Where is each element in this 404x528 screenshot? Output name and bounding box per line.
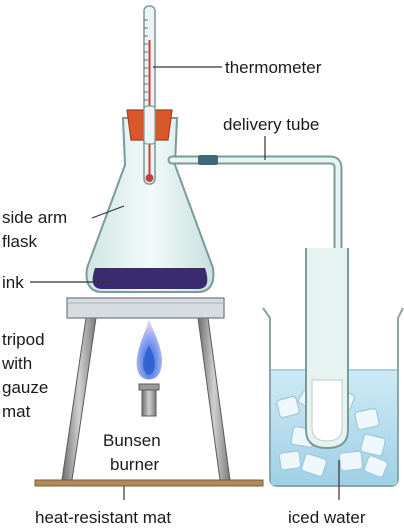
beaker <box>262 248 404 487</box>
label-heat-resistant-mat: heat-resistant mat <box>35 508 171 527</box>
label-mat: mat <box>2 402 31 421</box>
label-thermometer: thermometer <box>225 58 322 77</box>
heat-resistant-mat <box>34 479 264 487</box>
label-gauze: gauze <box>2 378 48 397</box>
label-delivery-tube: delivery tube <box>223 115 319 134</box>
label-tripod: tripod <box>2 330 45 349</box>
tripod <box>61 297 231 481</box>
thermometer <box>143 5 156 185</box>
gauze-mat <box>66 297 225 319</box>
side-arm-flask <box>85 117 343 425</box>
label-iced-water: iced water <box>288 508 366 527</box>
label-flask: flask <box>2 232 37 251</box>
bunsen-burner <box>136 320 163 417</box>
label-burner: burner <box>110 455 159 474</box>
label-side-arm: side arm <box>2 208 67 227</box>
label-ink: ink <box>2 273 24 292</box>
ink-liquid <box>92 268 208 289</box>
label-with: with <box>1 354 32 373</box>
label-bunsen: Bunsen <box>103 431 161 450</box>
